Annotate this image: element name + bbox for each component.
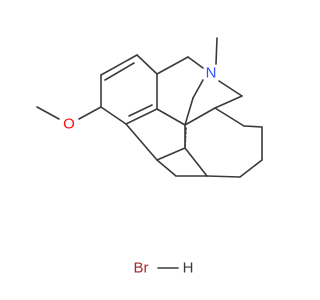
cyclohexane-ring — [125, 95, 263, 178]
methoxy-group — [36, 106, 102, 120]
bridge-bonds — [156, 37, 243, 126]
oxygen-atom-label: O — [63, 116, 75, 133]
structure-canvas: O N Br H — [36, 37, 263, 277]
nitrogen-atom-label: N — [206, 65, 217, 82]
molecule-structure: O N Br H — [36, 37, 263, 277]
aromatic-ring — [100, 54, 158, 125]
bromine-atom-label: Br — [134, 260, 149, 277]
hydrogen-atom-label: H — [183, 260, 194, 277]
